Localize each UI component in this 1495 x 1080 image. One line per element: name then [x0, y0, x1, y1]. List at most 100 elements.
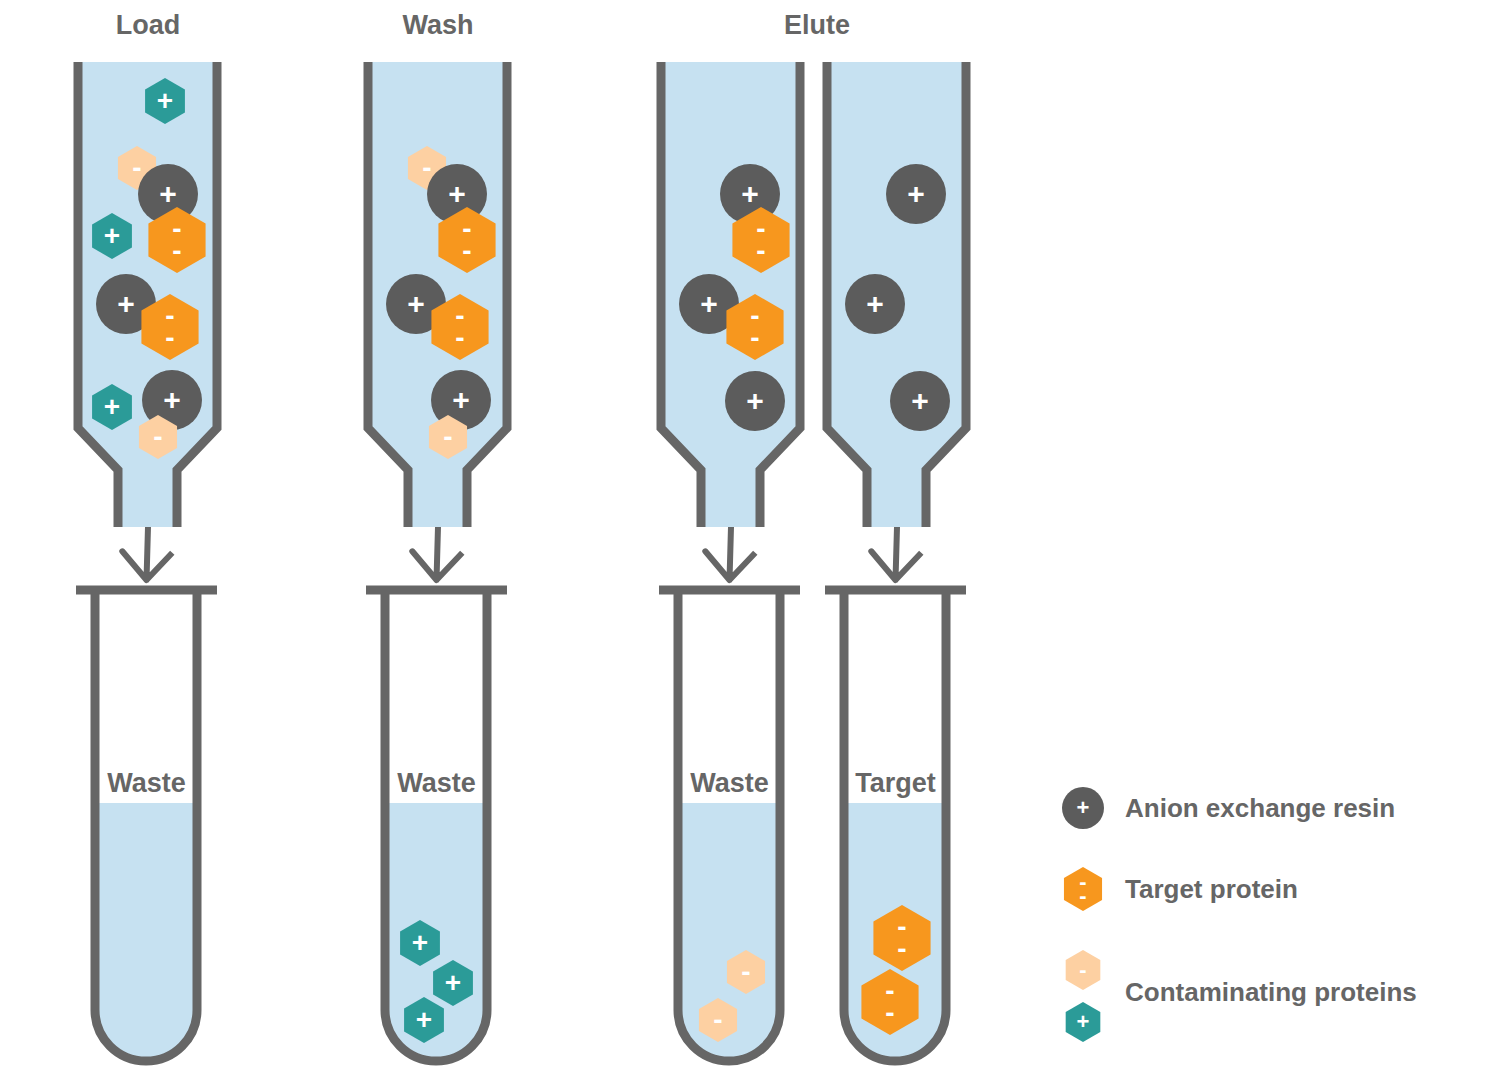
buffer-liquid — [78, 62, 217, 527]
legend-text: Anion exchange resin — [1125, 791, 1395, 825]
contaminant-protein: + — [89, 384, 135, 430]
contaminant-protein: - — [426, 415, 470, 459]
contaminant-protein: + — [397, 920, 443, 966]
collection-tube: Waste — [76, 580, 217, 1065]
protein-shape — [699, 998, 737, 1042]
legend-contaminant-sample — [1066, 1002, 1101, 1042]
target-protein: - - — [728, 207, 794, 273]
column-wall — [926, 62, 966, 527]
charge-sign: - - — [883, 980, 897, 1024]
legend-contaminant-sample — [1066, 950, 1101, 990]
charge-sign: + — [407, 289, 425, 319]
resin-bead: + — [845, 274, 905, 334]
charge-sign: - - — [754, 218, 768, 262]
resin-bead: + — [886, 164, 946, 224]
buffer-liquid — [827, 62, 966, 527]
legend-resin-sample — [1062, 787, 1104, 829]
protein-shape — [438, 207, 495, 273]
target-protein: - - — [427, 294, 493, 360]
protein-shape — [429, 415, 467, 459]
charge-sign: - - — [170, 218, 184, 262]
tube-rim — [659, 586, 800, 595]
protein-shape — [92, 213, 132, 259]
step-heading: Elute — [784, 8, 850, 42]
charge-sign: - - — [748, 305, 762, 349]
chromatography-column: Wash-+- -+- -+- — [363, 62, 513, 527]
column-wall — [177, 62, 217, 527]
charge-sign: - — [153, 422, 162, 452]
bead-shape — [725, 371, 785, 431]
charge-sign: + — [866, 289, 884, 319]
tube-wall — [844, 590, 946, 1061]
charge-sign: - - — [453, 305, 467, 349]
collection-tube-outline — [659, 580, 800, 1065]
flow-arrow — [122, 527, 172, 580]
target-protein: - - — [144, 207, 210, 273]
charge-sign: + — [741, 179, 759, 209]
contaminant-protein: + — [142, 78, 188, 124]
charge-sign: + — [448, 179, 466, 209]
collected-liquid — [678, 803, 780, 1061]
charge-sign: + — [104, 221, 120, 251]
target-protein: - - — [869, 905, 935, 971]
column-wall — [467, 62, 507, 527]
tube-rim — [76, 586, 217, 595]
tube-rim — [366, 586, 507, 595]
protein-shape — [404, 997, 444, 1043]
protein-shape — [873, 905, 930, 971]
protein-shape — [145, 78, 185, 124]
legend-sign: - — [1079, 958, 1086, 982]
tube-label: Target — [825, 766, 966, 800]
bead-shape — [845, 274, 905, 334]
charge-sign: + — [412, 928, 428, 958]
charge-sign: - - — [460, 218, 474, 262]
contaminant-protein: - — [136, 415, 180, 459]
charge-sign: + — [163, 385, 181, 415]
charge-sign: - — [443, 422, 452, 452]
buffer-liquid — [661, 62, 800, 527]
contaminant-protein: - — [696, 998, 740, 1042]
charge-sign: + — [746, 386, 764, 416]
contaminant-protein: + — [430, 960, 476, 1006]
target-protein: - - — [857, 969, 923, 1035]
charge-sign: - — [132, 153, 141, 183]
charge-sign: + — [452, 385, 470, 415]
step-heading: Load — [73, 8, 223, 42]
column-wall — [760, 62, 800, 527]
protein-shape — [400, 920, 440, 966]
buffer-liquid — [368, 62, 507, 527]
collection-tube: Waste+++ — [366, 580, 507, 1065]
resin-bead: + — [725, 371, 785, 431]
target-protein: - - — [137, 294, 203, 360]
step-heading: Wash — [363, 8, 513, 42]
collection-tube-outline — [76, 580, 217, 1065]
charge-sign: + — [416, 1005, 432, 1035]
tube-label: Waste — [76, 766, 217, 800]
collected-liquid — [844, 803, 946, 1061]
charge-sign: + — [117, 289, 135, 319]
protein-shape — [141, 294, 198, 360]
tube-label: Waste — [366, 766, 507, 800]
resin-bead: + — [890, 371, 950, 431]
tube-wall — [678, 590, 780, 1061]
charge-sign: + — [700, 289, 718, 319]
charge-sign: + — [159, 179, 177, 209]
protein-shape — [861, 969, 918, 1035]
contaminant-protein: - — [724, 950, 768, 994]
collected-liquid — [385, 803, 487, 1061]
protein-shape — [732, 207, 789, 273]
tube-rim — [825, 586, 966, 595]
contaminant-protein: + — [89, 213, 135, 259]
chromatography-column: Load+-++- -+- -++- — [73, 62, 223, 527]
chromatography-column: + + + — [822, 62, 972, 527]
collection-tube: Waste -- — [659, 580, 800, 1065]
legend-sign: + — [1077, 1010, 1090, 1034]
chromatography-column: + - - + - - + — [656, 62, 806, 527]
tube-label: Waste — [659, 766, 800, 800]
tube-wall — [385, 590, 487, 1061]
protein-shape — [727, 950, 765, 994]
collection-tube: Target - - - - — [825, 580, 966, 1065]
flow-arrow — [871, 527, 921, 580]
target-protein: - - — [434, 207, 500, 273]
